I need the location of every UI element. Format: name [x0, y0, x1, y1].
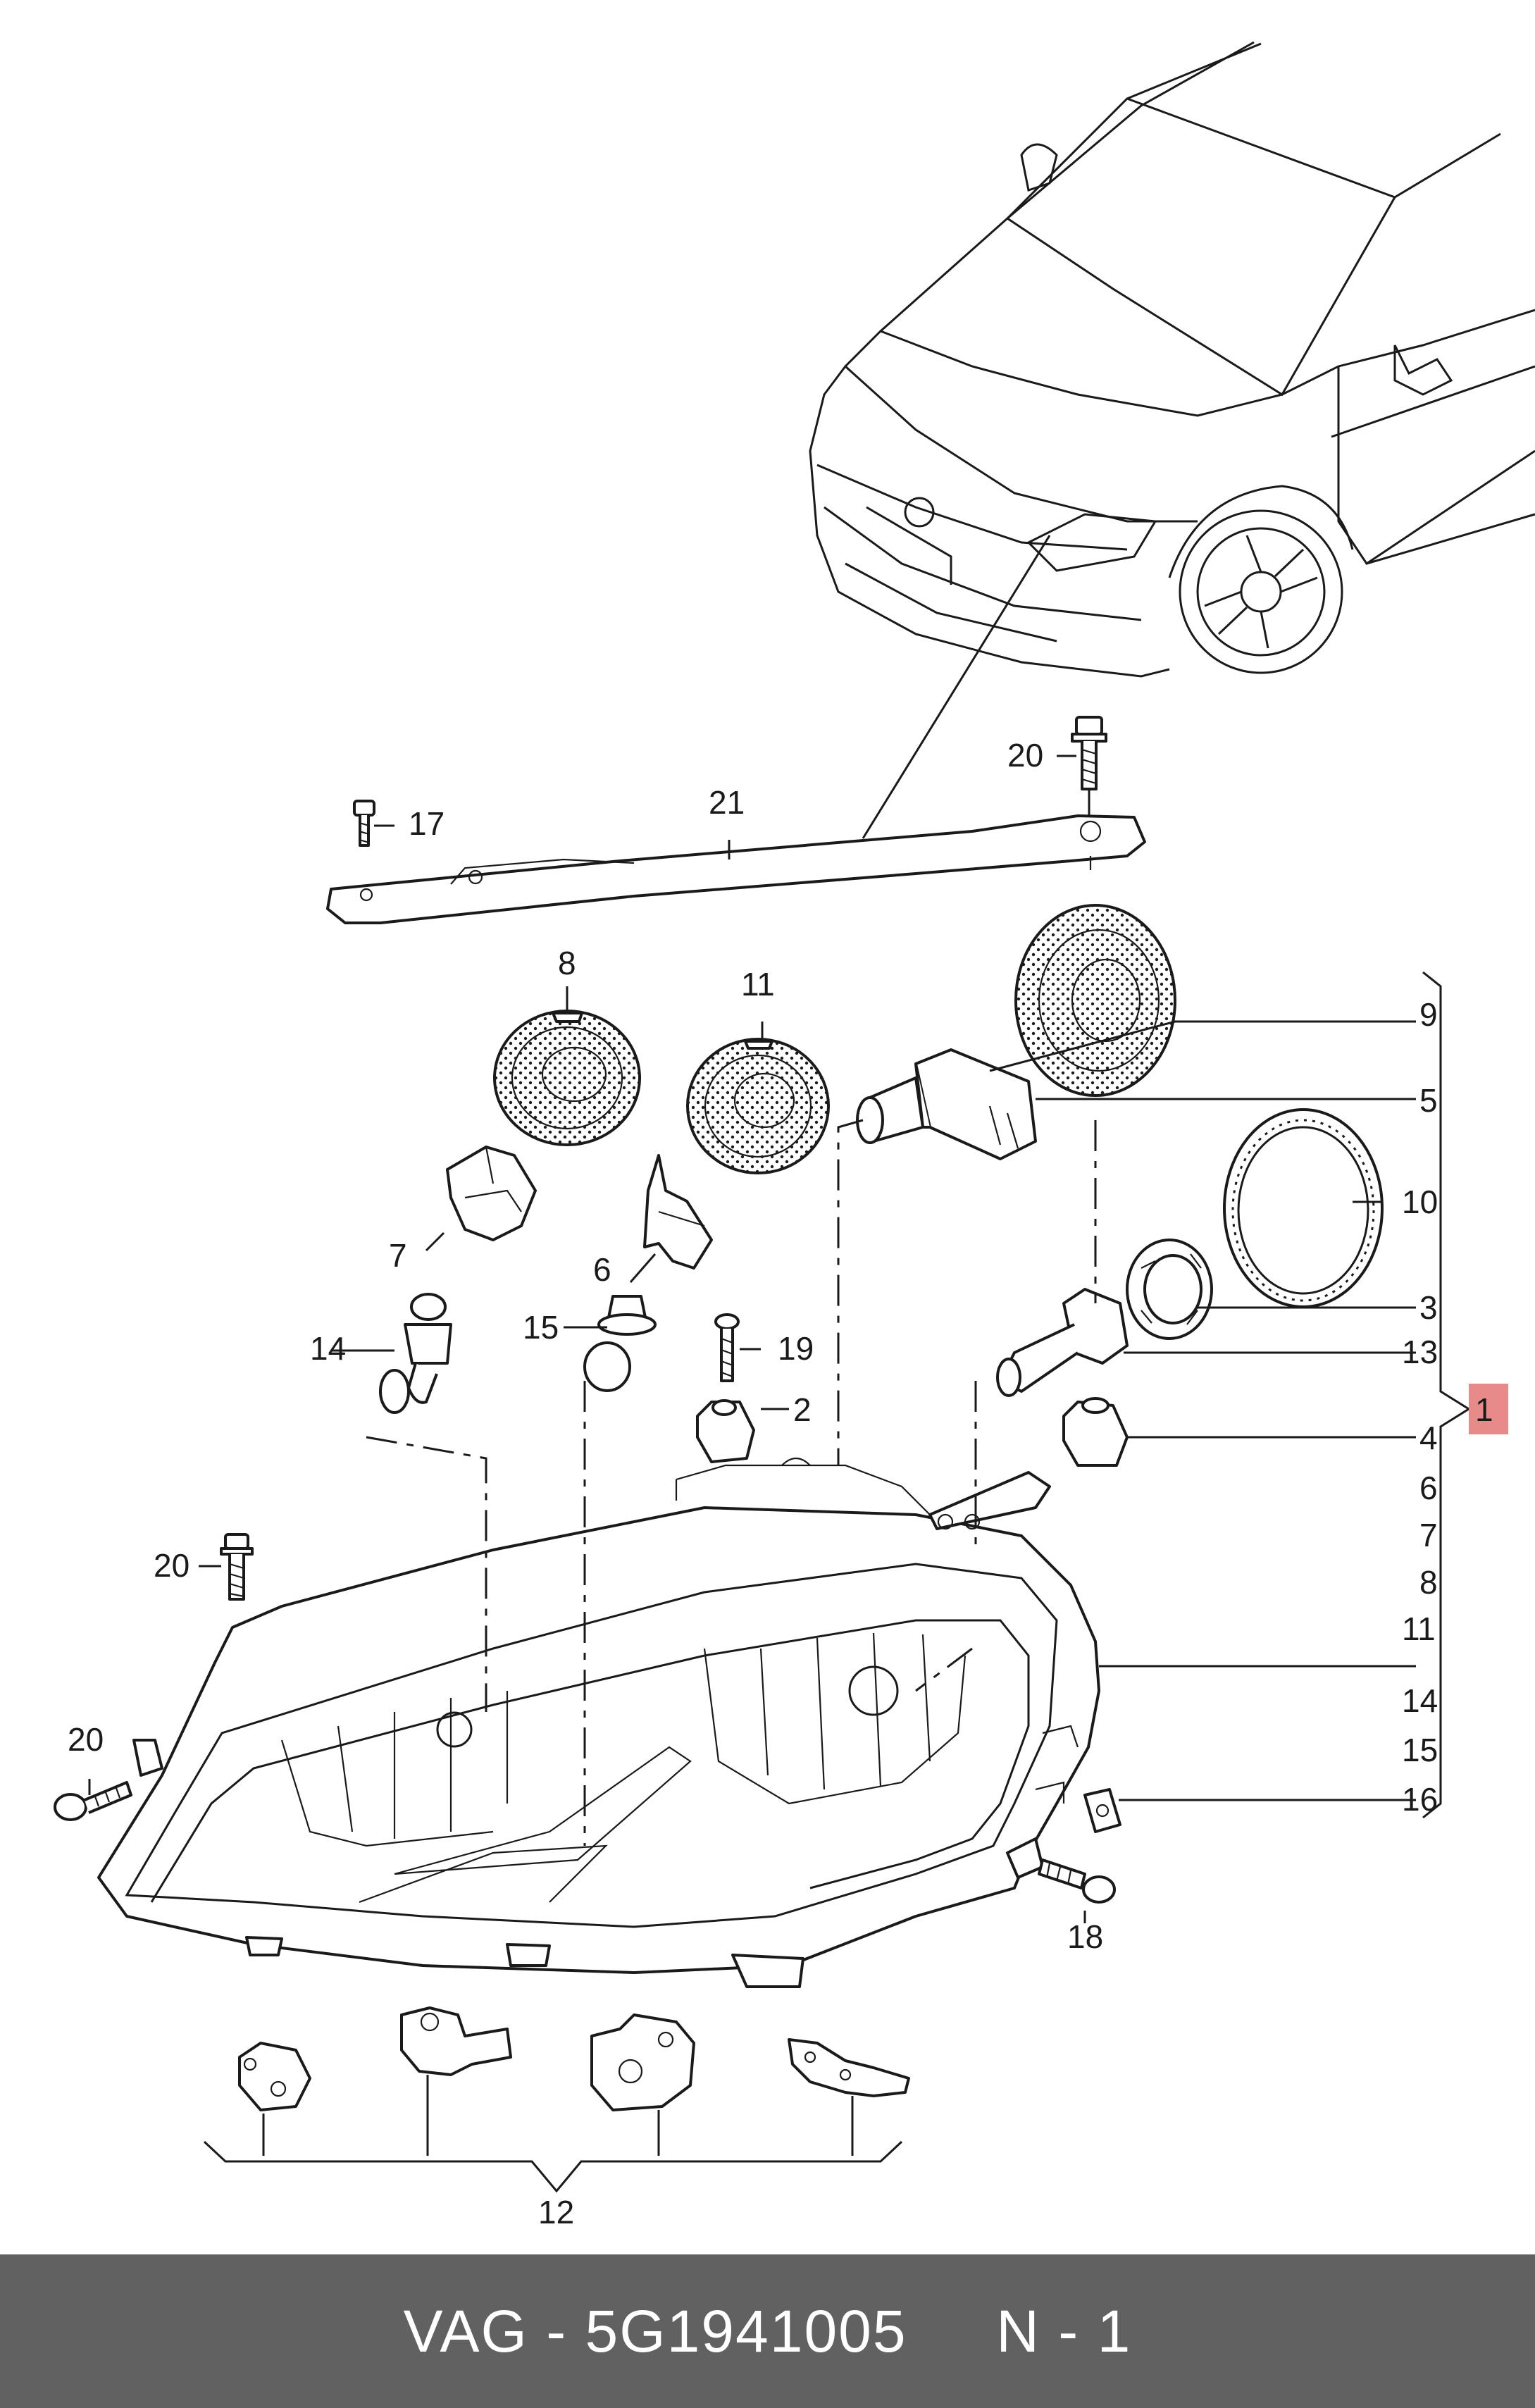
- callout-14-right: 14: [1402, 1682, 1438, 1719]
- footer-caption: VAG - 5G1941005 N - 1: [404, 2297, 1132, 2366]
- callout-16: 16: [1402, 1781, 1438, 1818]
- group-bracket-12: [203, 2140, 903, 2193]
- callout-9: 9: [1419, 996, 1438, 1033]
- leader-car-to-strip: [862, 535, 1051, 839]
- callout-20-left-lower: 20: [68, 1721, 104, 1758]
- callout-7-left: 7: [389, 1237, 407, 1274]
- car-overview-illustration: [809, 41, 1535, 678]
- callout-6-right: 6: [1419, 1470, 1438, 1506]
- retaining-ring-10: [1223, 1108, 1384, 1308]
- callout-17: 17: [409, 805, 445, 842]
- callout-1: 1: [1475, 1391, 1493, 1428]
- headlight-assembly: [97, 1457, 1100, 1988]
- callout-2: 2: [793, 1391, 812, 1428]
- callout-20-left-upper: 20: [154, 1547, 189, 1584]
- callout-18: 18: [1067, 1918, 1103, 1955]
- callout-6-left: 6: [593, 1251, 611, 1288]
- callout-7-right: 7: [1419, 1517, 1438, 1553]
- callout-15-left: 15: [523, 1309, 559, 1346]
- dust-cap-9: [1014, 904, 1176, 1097]
- bulb-14: [379, 1293, 452, 1414]
- brand-label: VAG: [403, 2297, 528, 2364]
- dust-cap-11: [686, 1038, 830, 1174]
- callout-13: 13: [1402, 1334, 1438, 1370]
- screw-17: [353, 800, 375, 847]
- screw-20-left-lower: [54, 1781, 132, 1821]
- callout-14-left: 14: [310, 1330, 346, 1367]
- callout-5: 5: [1419, 1082, 1438, 1119]
- callout-20-top: 20: [1007, 737, 1043, 774]
- bracket-12-c: [590, 2013, 695, 2111]
- callout-8-top: 8: [558, 945, 576, 981]
- screw-20-left-upper: [220, 1533, 254, 1601]
- bracket-12-b: [400, 2006, 512, 2076]
- cap-3: [1126, 1239, 1213, 1340]
- quantity-label: N - 1: [996, 2297, 1132, 2364]
- callout-19: 19: [778, 1330, 814, 1367]
- bulb-13: [996, 1288, 1129, 1397]
- callout-11-top: 11: [741, 966, 775, 1003]
- part-number: 5G1941005: [585, 2297, 907, 2364]
- exploded-parts-diagram: 1 2 3 4 5 6 6 7 7 8 8 9 10 11 11 12 13 1…: [54, 41, 1535, 2230]
- adjuster-motor-5: [856, 1048, 1037, 1160]
- bulb-15: [583, 1295, 657, 1392]
- leader-lines: [88, 755, 1416, 2156]
- screw-19: [714, 1313, 740, 1382]
- callout-11-right: 11: [1402, 1610, 1436, 1647]
- callout-4: 4: [1419, 1420, 1438, 1456]
- callout-21: 21: [709, 784, 745, 821]
- dust-cap-8: [493, 1010, 641, 1146]
- clip-16: [1083, 1788, 1121, 1833]
- callout-15-right: 15: [1402, 1732, 1438, 1768]
- bracket-12-a: [238, 2042, 311, 2111]
- clip-2: [696, 1399, 755, 1463]
- clip-4: [1062, 1397, 1129, 1467]
- callout-3: 3: [1419, 1289, 1438, 1326]
- screw-18: [1038, 1858, 1116, 1904]
- alignment-lines: [366, 1119, 1097, 1846]
- separator: -: [546, 2297, 568, 2364]
- callout-8-right: 8: [1419, 1564, 1438, 1601]
- bracket-12-d: [788, 2038, 910, 2097]
- callout-12: 12: [538, 2194, 574, 2230]
- trim-strip-21: [326, 814, 1146, 924]
- screw-20-top: [1071, 716, 1107, 790]
- callout-numbers: 1 2 3 4 5 6 6 7 7 8 8 9 10 11 11 12 13 1…: [68, 737, 1493, 2230]
- bulb-holder-6: [643, 1154, 713, 1270]
- bulb-holder-7: [446, 1146, 537, 1241]
- highlight-marker: [1469, 1384, 1508, 1434]
- part-number-footer: VAG - 5G1941005 N - 1: [0, 2254, 1535, 2408]
- callout-10: 10: [1402, 1184, 1438, 1220]
